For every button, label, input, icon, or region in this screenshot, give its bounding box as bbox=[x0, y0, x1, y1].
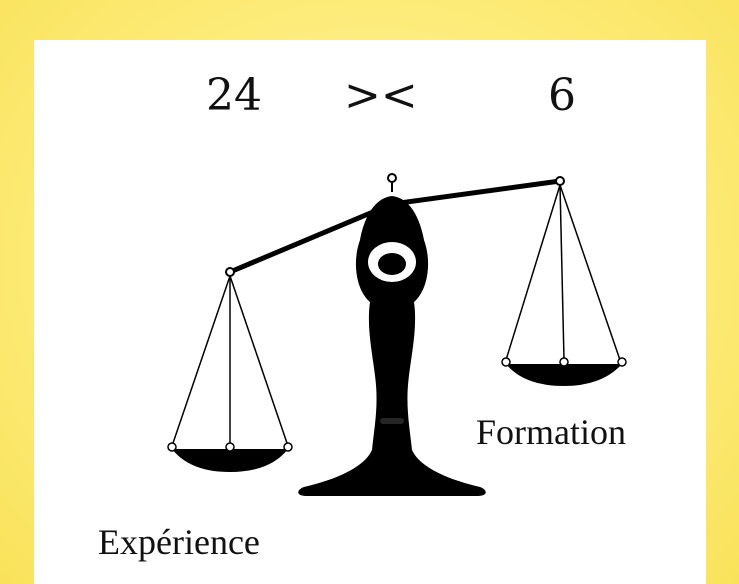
left-value: 24 bbox=[206, 70, 262, 121]
balance-scale-icon bbox=[167, 173, 627, 496]
right-value: 6 bbox=[548, 70, 576, 121]
left-pan-label: Expérience bbox=[98, 522, 260, 562]
right-pan bbox=[501, 184, 627, 386]
left-pan bbox=[167, 275, 293, 472]
scale-stand bbox=[298, 196, 486, 496]
diagram-panel: 24 >< 6 bbox=[34, 40, 706, 584]
right-pan-label: Formation bbox=[476, 412, 626, 452]
comparison-operator: >< bbox=[344, 70, 418, 121]
